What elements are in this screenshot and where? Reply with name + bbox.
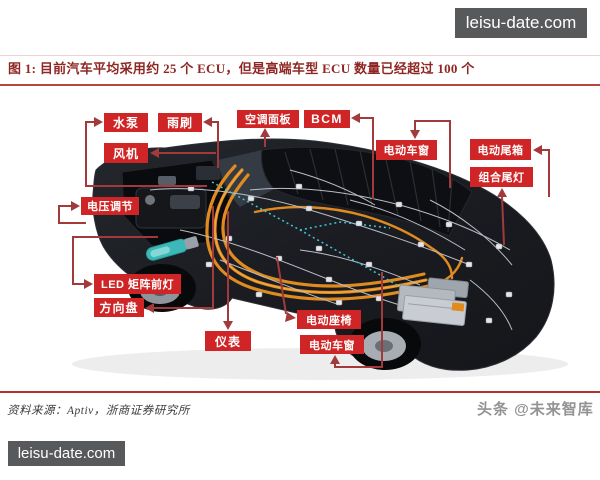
connector-power-window-rear — [414, 120, 451, 188]
ecu-label-steering-wheel: 方向盘 — [94, 298, 144, 317]
byline-credit: 头条 @未来智库 — [477, 401, 594, 418]
ecu-label-power-window-front: 电动车窗 — [300, 335, 364, 354]
figure-title: 图 1: 目前汽车平均采用约 25 个 ECU，但是高端车型 ECU 数量已经超… — [8, 61, 475, 76]
connector-arrowheads — [71, 113, 542, 364]
ecu-label-fan: 风机 — [104, 143, 148, 163]
ecu-label-power-trunk: 电动尾箱 — [470, 139, 531, 160]
ecu-label-wiper: 雨刷 — [158, 113, 202, 132]
watermark-badge-bottom: leisu-date.com — [8, 441, 125, 466]
connector-combo-taillight — [501, 195, 505, 246]
connector-power-trunk — [540, 149, 550, 197]
engine-bay — [121, 159, 233, 247]
ecu-label-power-window-rear: 电动车窗 — [376, 140, 437, 160]
connector-steering-wheel — [153, 206, 214, 309]
connector-water-pump — [85, 121, 207, 187]
connector-power-seat — [276, 256, 287, 315]
ecu-label-water-pump: 水泵 — [104, 113, 148, 132]
ecu-label-ac-panel: 空调面板 — [237, 110, 299, 128]
rear-wheel — [349, 318, 421, 370]
harness-orange-highlight — [214, 169, 427, 294]
connector-wiper — [210, 121, 219, 168]
ecu-label-voltage-regulator: 电压调节 — [81, 197, 139, 215]
ecu-label-bcm: BCM — [304, 110, 350, 128]
connector-bcm — [358, 117, 374, 199]
footer-rule — [0, 391, 600, 393]
rear-ecu-modules — [396, 277, 469, 326]
connector-led-headlight — [72, 236, 158, 285]
ecu-label-instrument-cluster: 仪表 — [205, 331, 251, 351]
watermark-badge-top: leisu-date.com — [455, 8, 587, 38]
connector-power-window-front — [334, 272, 383, 368]
ecu-label-led-matrix-headlight: LED 矩阵前灯 — [94, 274, 181, 294]
headlamp-module — [145, 236, 199, 261]
ecu-label-power-seat: 电动座椅 — [297, 310, 361, 329]
figure-source: 资料来源：Aptiv，浙商证券研究所 — [7, 405, 190, 417]
title-underline-rule — [0, 84, 600, 86]
ecu-label-combo-taillight: 组合尾灯 — [470, 167, 533, 187]
connector-voltage-regulator — [58, 205, 86, 224]
title-top-rule — [0, 55, 600, 56]
